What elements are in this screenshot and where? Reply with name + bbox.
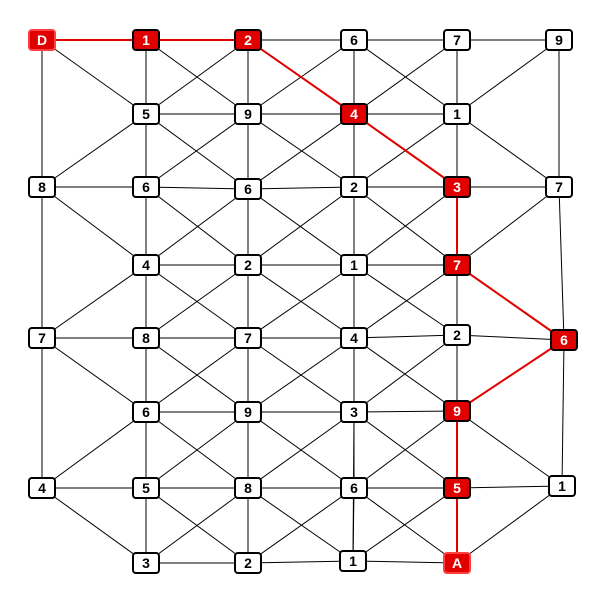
grid-edge xyxy=(41,186,147,266)
number-node[interactable]: 3 xyxy=(340,401,368,423)
number-node[interactable]: 7 xyxy=(443,29,471,51)
number-node[interactable]: 4 xyxy=(340,103,368,125)
grid-edge xyxy=(145,487,249,564)
grid-edge xyxy=(456,410,563,487)
number-node[interactable]: 4 xyxy=(340,327,368,349)
number-node[interactable]: 4 xyxy=(132,254,160,276)
path-segment xyxy=(456,339,565,412)
grid-edges xyxy=(41,39,565,564)
number-node[interactable]: 9 xyxy=(443,400,471,422)
grid-edge xyxy=(353,337,458,412)
grid-edge xyxy=(561,339,565,487)
grid-edge xyxy=(456,113,560,188)
grid-edge xyxy=(456,39,560,115)
grid-edge xyxy=(353,487,458,564)
grid-edge xyxy=(353,334,458,413)
grid-edge xyxy=(352,560,458,564)
number-node[interactable]: 6 xyxy=(132,176,160,198)
number-node[interactable]: 7 xyxy=(28,327,56,349)
grid-edge xyxy=(41,487,147,564)
number-node[interactable]: 1 xyxy=(340,254,368,276)
number-node[interactable]: 8 xyxy=(234,477,262,499)
path-segment xyxy=(456,264,565,341)
grid-edge xyxy=(353,264,458,336)
grid-edge xyxy=(247,487,354,562)
grid-edge xyxy=(145,113,249,188)
grid-edge xyxy=(353,39,458,115)
number-node[interactable]: 5 xyxy=(132,477,160,499)
start-node[interactable]: D xyxy=(28,29,56,51)
number-node[interactable]: 9 xyxy=(545,29,573,51)
grid-edge xyxy=(456,186,560,266)
path-segment xyxy=(247,39,355,115)
number-node[interactable]: 5 xyxy=(443,477,471,499)
number-node[interactable]: 2 xyxy=(234,29,262,51)
grid-edge xyxy=(247,411,355,489)
grid-edge xyxy=(247,487,355,564)
grid-edge xyxy=(247,188,355,266)
number-node[interactable]: 1 xyxy=(548,475,576,497)
grid-edge xyxy=(41,411,147,489)
grid-edge xyxy=(353,186,458,266)
number-node[interactable]: 2 xyxy=(234,552,262,574)
grid-edge xyxy=(41,39,147,115)
number-node[interactable]: 2 xyxy=(443,324,471,346)
number-node[interactable]: 3 xyxy=(132,552,160,574)
grid-edge xyxy=(353,410,458,489)
grid-edge xyxy=(456,334,565,341)
grid-edge xyxy=(247,560,354,564)
number-node[interactable]: 4 xyxy=(28,477,56,499)
grid-edge xyxy=(247,186,355,190)
grid-edge xyxy=(456,485,563,489)
grid-edge xyxy=(145,337,249,413)
grid-edge xyxy=(145,188,249,266)
number-node[interactable]: 1 xyxy=(443,103,471,125)
number-node[interactable]: 6 xyxy=(340,29,368,51)
grid-edge xyxy=(41,113,147,188)
number-node[interactable]: 9 xyxy=(234,103,262,125)
grid-edge xyxy=(247,264,355,339)
number-node[interactable]: 6 xyxy=(132,401,160,423)
number-node[interactable]: 6 xyxy=(234,178,262,200)
number-node[interactable]: 7 xyxy=(545,176,573,198)
grid-edge xyxy=(145,186,249,190)
number-node[interactable]: 6 xyxy=(340,477,368,499)
number-node[interactable]: 5 xyxy=(132,103,160,125)
number-node[interactable]: 6 xyxy=(550,329,578,351)
grid-edge xyxy=(247,113,355,188)
grid-edge xyxy=(247,337,355,413)
grid-edge xyxy=(41,337,147,413)
number-node[interactable]: 7 xyxy=(443,254,471,276)
number-node[interactable]: 7 xyxy=(234,327,262,349)
path-segment xyxy=(353,113,458,188)
number-node[interactable]: 3 xyxy=(443,176,471,198)
grid-edge xyxy=(145,186,249,266)
solution-path xyxy=(42,39,565,563)
number-node[interactable]: 8 xyxy=(132,327,160,349)
grid-edge xyxy=(352,487,458,562)
grid-edge xyxy=(353,264,458,339)
number-node[interactable]: 2 xyxy=(234,254,262,276)
number-node[interactable]: 1 xyxy=(132,29,160,51)
grid-edge xyxy=(456,485,563,564)
number-node[interactable]: 1 xyxy=(339,550,367,572)
grid-edge xyxy=(145,411,249,489)
number-node[interactable]: 9 xyxy=(234,401,262,423)
grid-edge xyxy=(247,186,355,266)
grid-edge xyxy=(145,264,249,339)
grid-edge xyxy=(145,39,249,115)
grid-edge xyxy=(353,410,458,413)
grid-edge xyxy=(558,186,565,341)
grid-edge xyxy=(41,264,147,339)
number-node[interactable]: 8 xyxy=(28,176,56,198)
number-node[interactable]: 2 xyxy=(340,176,368,198)
end-node[interactable]: A xyxy=(443,552,471,574)
grid-edge xyxy=(247,113,355,190)
grid-edge xyxy=(352,487,355,562)
grid-edge xyxy=(145,113,249,190)
grid-edge xyxy=(353,334,458,339)
